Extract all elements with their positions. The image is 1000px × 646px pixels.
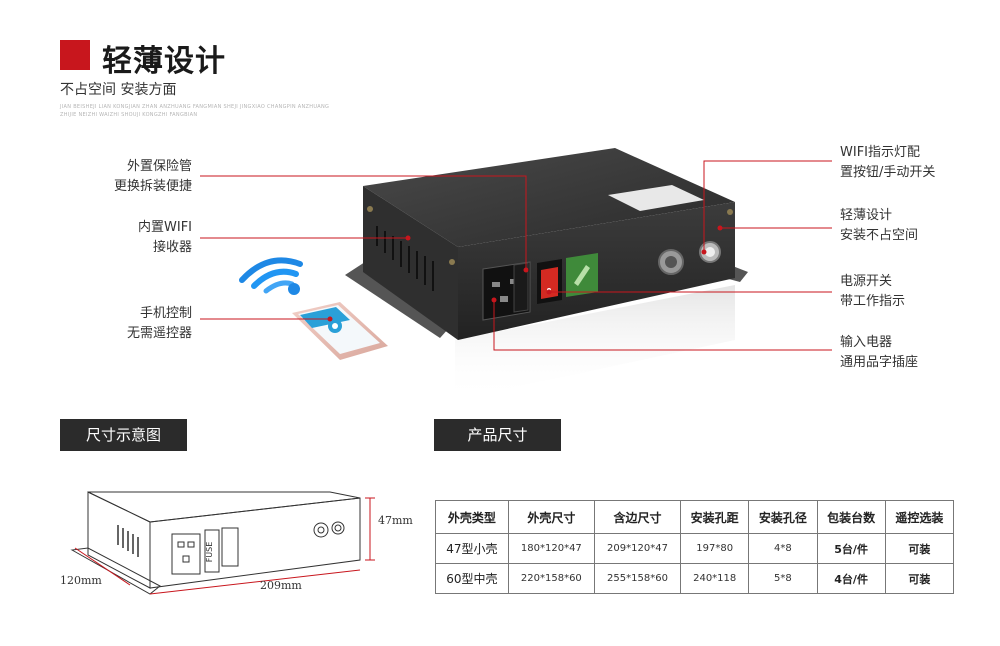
product-illustration (200, 148, 832, 400)
table-cell: 180*120*47 (507, 533, 595, 564)
wifi-module-panel (566, 253, 598, 297)
callout-fuse: 外置保险管 更换拆装便捷 (114, 157, 192, 197)
callout-slim: 轻薄设计 安装不占空间 (840, 206, 918, 246)
dimension-height: 47mm (378, 514, 413, 527)
callout-wifi-receiver-line2: 接收器 (152, 240, 192, 255)
table-cell: 5台/件 (816, 533, 886, 564)
callout-wifi-light-line2: 置按钮/手动开关 (840, 165, 936, 180)
wifi-signal-icon (239, 257, 303, 295)
table-cell: 4台/件 (816, 563, 886, 594)
page-title: 轻薄设计 (102, 44, 226, 79)
spec-table-header-row: 外壳类型 外壳尺寸 含边尺寸 安装孔距 安装孔径 包装台数 遥控选装 (435, 500, 955, 534)
aviation-connector (658, 249, 684, 275)
dimension-drawing: FUSE (70, 491, 375, 595)
table-cell: 可装 (884, 563, 955, 594)
callout-wifi-receiver-line1: 内置WIFI (138, 220, 192, 235)
fine-print: JIAN BEISHEJI LIAN KONGJIAN ZHAN ANZHUAN… (60, 104, 330, 118)
fuse-text: FUSE (205, 542, 214, 563)
spec-header-remote-option: 遥控选装 (884, 500, 955, 534)
wifi-button (699, 241, 721, 263)
callout-slim-line1: 轻薄设计 (840, 208, 893, 223)
callout-fuse-line1: 外置保险管 (126, 159, 192, 174)
callout-dots (327, 225, 723, 322)
table-cell: 5*8 (748, 563, 818, 594)
phone-illustration (292, 302, 388, 360)
dimension-depth: 120mm (60, 574, 102, 587)
callout-wifi-light: WIFI指示灯配 置按钮/手动开关 (840, 143, 935, 183)
device-top-label (608, 185, 704, 211)
callout-power-switch-line1: 电源开关 (840, 274, 893, 289)
spec-header-pack-qty: 包装台数 (816, 500, 886, 534)
callout-input-line2: 通用品字插座 (840, 355, 919, 370)
device-reflection (455, 285, 735, 400)
table-row: 47型小壳 180*120*47 209*120*47 197*80 4*8 5… (435, 533, 955, 564)
section-label-product-size: 产品尺寸 (434, 419, 561, 451)
spec-header-hole-diameter: 安装孔径 (748, 500, 818, 534)
section-label-dimension-diagram: 尺寸示意图 (60, 419, 187, 451)
callout-input-line1: 输入电器 (840, 335, 893, 350)
table-cell: 4*8 (748, 533, 818, 564)
table-cell: 197*80 (680, 533, 750, 564)
table-row: 60型中壳 220*158*60 255*158*60 240*118 5*8 … (435, 563, 955, 594)
fuse-holder (513, 262, 529, 313)
spec-table: 外壳类型 外壳尺寸 含边尺寸 安装孔距 安装孔径 包装台数 遥控选装 47型小壳… (435, 500, 955, 594)
table-cell: 240*118 (680, 563, 750, 594)
table-cell: 60型中壳 (435, 563, 509, 594)
callout-power-switch-line2: 带工作指示 (840, 294, 906, 309)
callout-wifi-receiver: 内置WIFI 接收器 (138, 218, 192, 258)
callout-phone-control-line2: 无需遥控器 (126, 326, 192, 341)
table-cell: 220*158*60 (507, 563, 595, 594)
callout-fuse-line2: 更换拆装便捷 (113, 179, 192, 194)
table-cell: 255*158*60 (593, 563, 682, 594)
dimension-width: 209mm (260, 579, 302, 592)
callout-power-switch: 电源开关 带工作指示 (840, 272, 905, 312)
table-cell: 47型小壳 (435, 533, 509, 564)
callout-input: 输入电器 通用品字插座 (840, 333, 918, 373)
power-switch (537, 259, 562, 304)
callout-wifi-light-line1: WIFI指示灯配 (840, 145, 920, 160)
callout-slim-line2: 安装不占空间 (840, 228, 919, 243)
spec-header-case-type: 外壳类型 (435, 500, 509, 534)
spec-header-hole-spacing: 安装孔距 (680, 500, 750, 534)
callout-phone-control-line1: 手机控制 (139, 306, 192, 321)
spec-header-flange-size: 含边尺寸 (593, 500, 682, 534)
callout-leader-lines (200, 160, 832, 351)
table-cell: 可装 (884, 533, 955, 564)
page-subtitle: 不占空间 安装方面 (60, 82, 177, 98)
table-cell: 209*120*47 (593, 533, 682, 564)
vent-slots (376, 226, 434, 291)
callout-phone-control: 手机控制 无需遥控器 (127, 304, 192, 344)
spec-header-case-size: 外壳尺寸 (507, 500, 595, 534)
title-marker (60, 40, 90, 70)
